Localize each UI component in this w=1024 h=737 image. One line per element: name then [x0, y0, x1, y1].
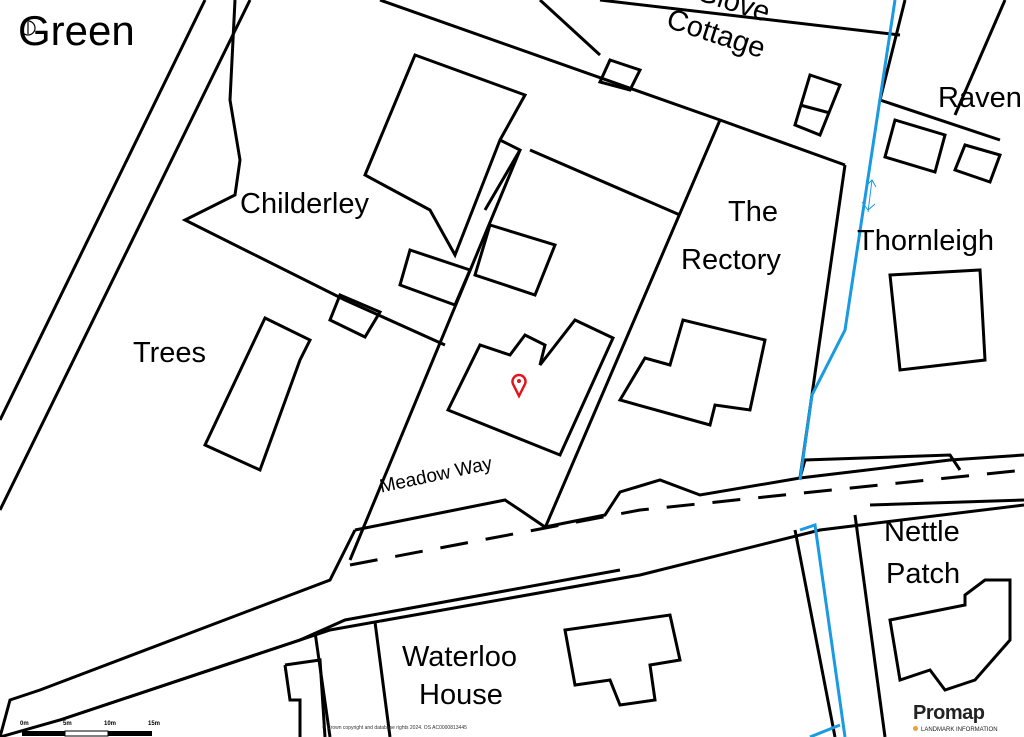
promap-logo: Promap LANDMARK INFORMATION [913, 702, 998, 733]
building [793, 73, 842, 137]
building [883, 118, 947, 174]
boundary [953, 0, 1007, 116]
flow-arrow [861, 179, 877, 213]
place-label-rectory: Rectory [681, 244, 781, 276]
road-edge [0, 0, 207, 421]
road-edge [59, 568, 621, 722]
building [363, 53, 528, 259]
boundary [599, 0, 901, 37]
place-label-patch: Patch [886, 558, 961, 590]
scale-tick-15: 15m [148, 721, 161, 727]
stream [799, 523, 847, 737]
copyright-notice: © Crown copyright and database rights 20… [322, 725, 467, 731]
boundary [869, 498, 1024, 507]
road-edge [0, 529, 357, 737]
logo-dot-icon [913, 726, 918, 731]
building [529, 148, 681, 217]
map-pin-icon [511, 373, 527, 399]
north-arrow-icon [20, 20, 36, 36]
road-edge [0, 0, 252, 511]
boundary [313, 631, 332, 737]
scale-bar-segment [64, 730, 109, 737]
building [953, 143, 1002, 184]
place-label-the: The [728, 196, 778, 228]
boundary [538, 0, 602, 57]
boundary [379, 0, 846, 167]
place-label-trees: Trees [133, 337, 207, 369]
boundary [878, 0, 1001, 142]
place-label-green: Green [18, 7, 135, 54]
building [888, 578, 1012, 692]
building [283, 658, 327, 737]
building [617, 318, 767, 427]
place-label-childerley: Childerley [240, 188, 369, 220]
boundary [793, 529, 837, 737]
building [445, 318, 615, 457]
logo-tagline-text: LANDMARK INFORMATION [921, 727, 998, 733]
building [202, 315, 313, 473]
building [483, 138, 523, 211]
logo-name: Promap [913, 702, 985, 724]
boundary [853, 514, 887, 737]
place-label-raven: Raven [938, 82, 1022, 114]
building [473, 223, 557, 297]
building [563, 613, 682, 707]
place-label-waterloo: Waterloo [402, 641, 517, 673]
stream [798, 0, 897, 481]
boundary [348, 149, 522, 561]
place-label-thornleigh: Thornleigh [857, 225, 995, 257]
scale-bar-segment [108, 731, 152, 736]
boundary [181, 0, 446, 347]
scale-tick-0: 0m [20, 721, 29, 727]
logo-tagline: LANDMARK INFORMATION [913, 726, 998, 733]
road-centre [349, 468, 1024, 567]
building [597, 58, 643, 92]
place-label-house: House [419, 679, 503, 711]
place-label-nettle: Nettle [884, 516, 960, 548]
scale-tick-5: 5m [63, 721, 72, 727]
building [328, 293, 383, 339]
boundary [373, 621, 392, 737]
scale-bar-segment [22, 731, 65, 736]
boundary [543, 119, 722, 529]
building [888, 268, 987, 372]
road-edge [0, 503, 1024, 737]
scale-tick-10: 10m [104, 721, 117, 727]
road-edge [354, 453, 1024, 532]
